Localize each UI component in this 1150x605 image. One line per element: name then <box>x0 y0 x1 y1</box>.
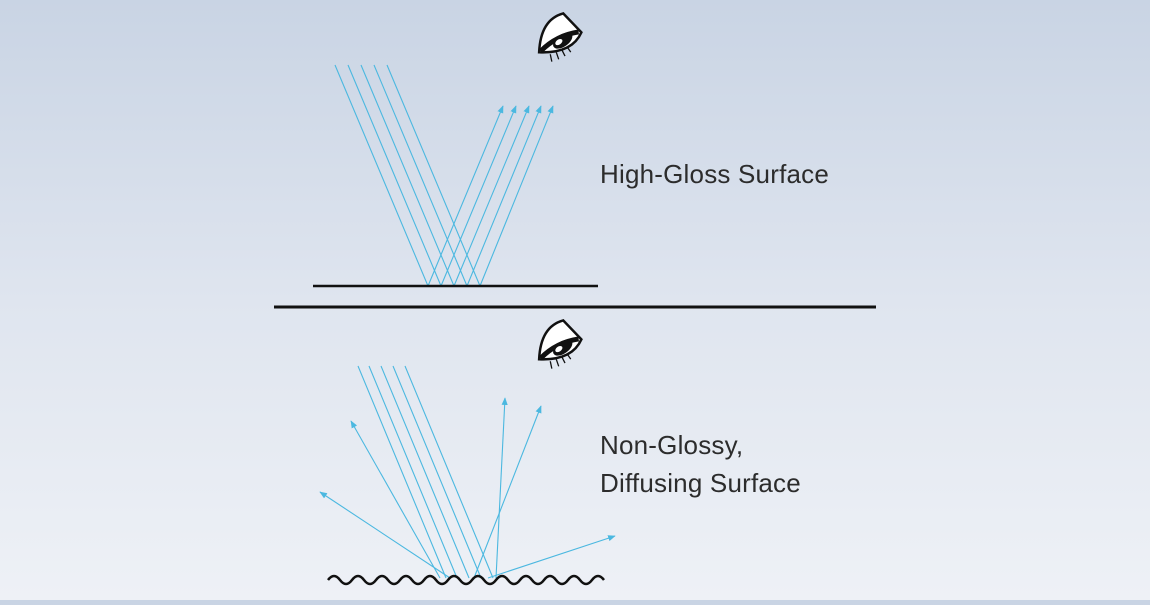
diffusing-surface-label: Diffusing Surface <box>600 468 801 498</box>
eye-icon <box>537 319 583 369</box>
high-gloss-panel <box>313 12 598 288</box>
high-gloss-label: High-Gloss Surface <box>600 159 830 189</box>
diffusing-panel <box>319 319 616 586</box>
incident-rays <box>357 365 494 579</box>
non-glossy-label: Non-Glossy, <box>600 430 744 460</box>
eye-icon <box>537 12 583 62</box>
scattered-rays <box>319 397 616 579</box>
incident-rays <box>334 64 481 287</box>
reflected-rays <box>427 105 554 287</box>
rough-surface-line <box>327 574 605 586</box>
